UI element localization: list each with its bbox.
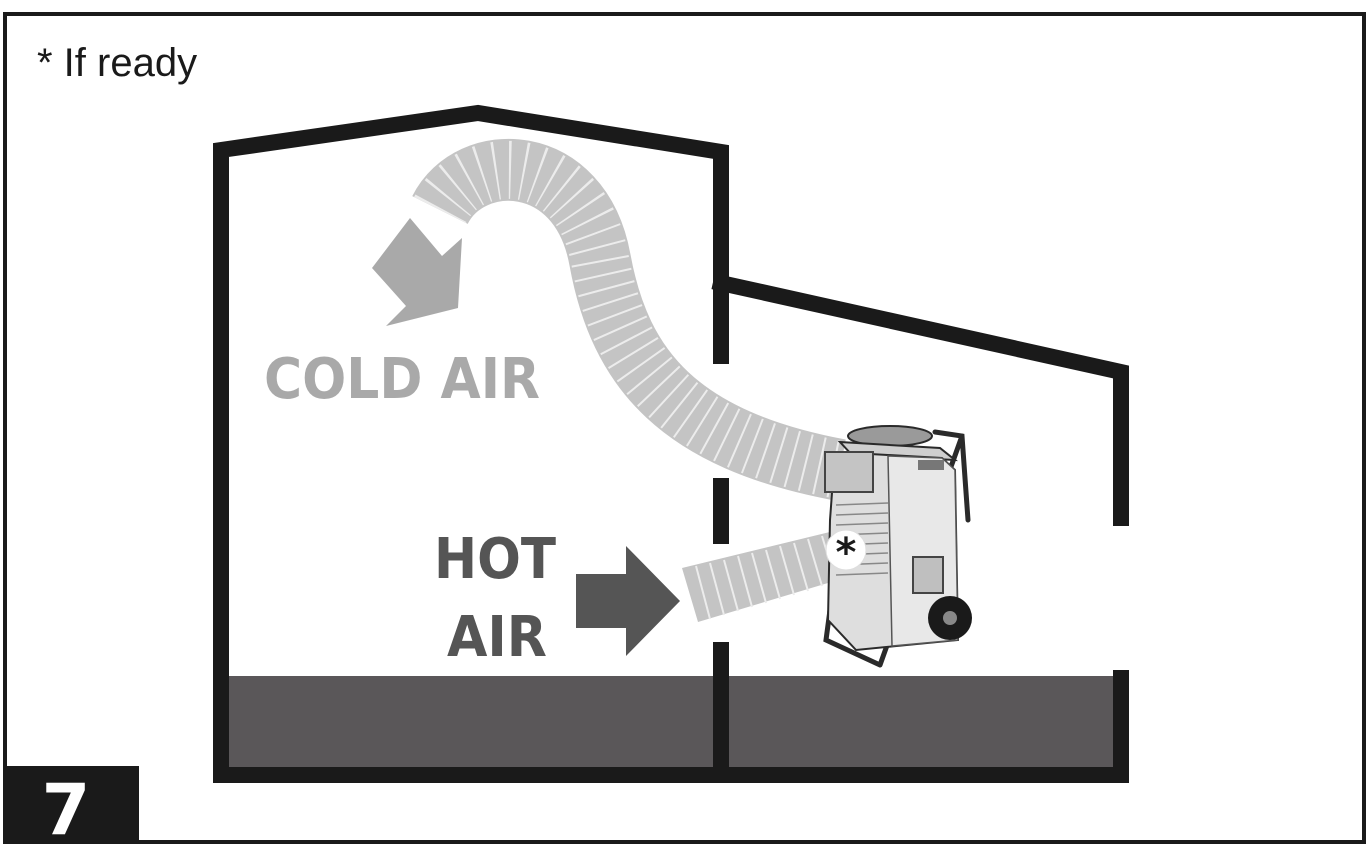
step-number: 7	[42, 769, 91, 848]
step-badge	[7, 766, 139, 842]
divider-segment-low	[713, 642, 729, 778]
unit-marker-circle	[825, 529, 867, 571]
unit-marker: *	[836, 530, 857, 576]
note-text: * If ready	[37, 41, 197, 85]
cold-air-duct	[412, 138, 846, 501]
floor-right	[729, 676, 1113, 768]
cold-air-arrow	[372, 218, 462, 326]
floor-left	[229, 676, 713, 768]
hot-air-duct	[682, 530, 848, 622]
hot-duct-hose	[682, 530, 848, 622]
hot-air-label-line1: HOT	[434, 527, 556, 592]
right-room-roof	[711, 273, 1129, 526]
unit-top-vent	[918, 460, 944, 470]
unit-grille	[835, 502, 889, 576]
dehumidifier-unit: *	[823, 425, 972, 668]
unit-cold-outlet	[824, 451, 874, 493]
unit-display-window	[912, 556, 944, 594]
hot-air-arrow	[576, 546, 680, 656]
divider-segment-mid	[713, 478, 729, 544]
unit-wheel-hub	[943, 611, 957, 625]
cold-air-label: COLD AIR	[264, 347, 540, 412]
hot-air-label-line2: AIR	[447, 605, 547, 670]
dividing-wall	[713, 148, 729, 778]
divider-segment-top	[713, 148, 729, 364]
cold-duct-hose	[412, 138, 846, 501]
